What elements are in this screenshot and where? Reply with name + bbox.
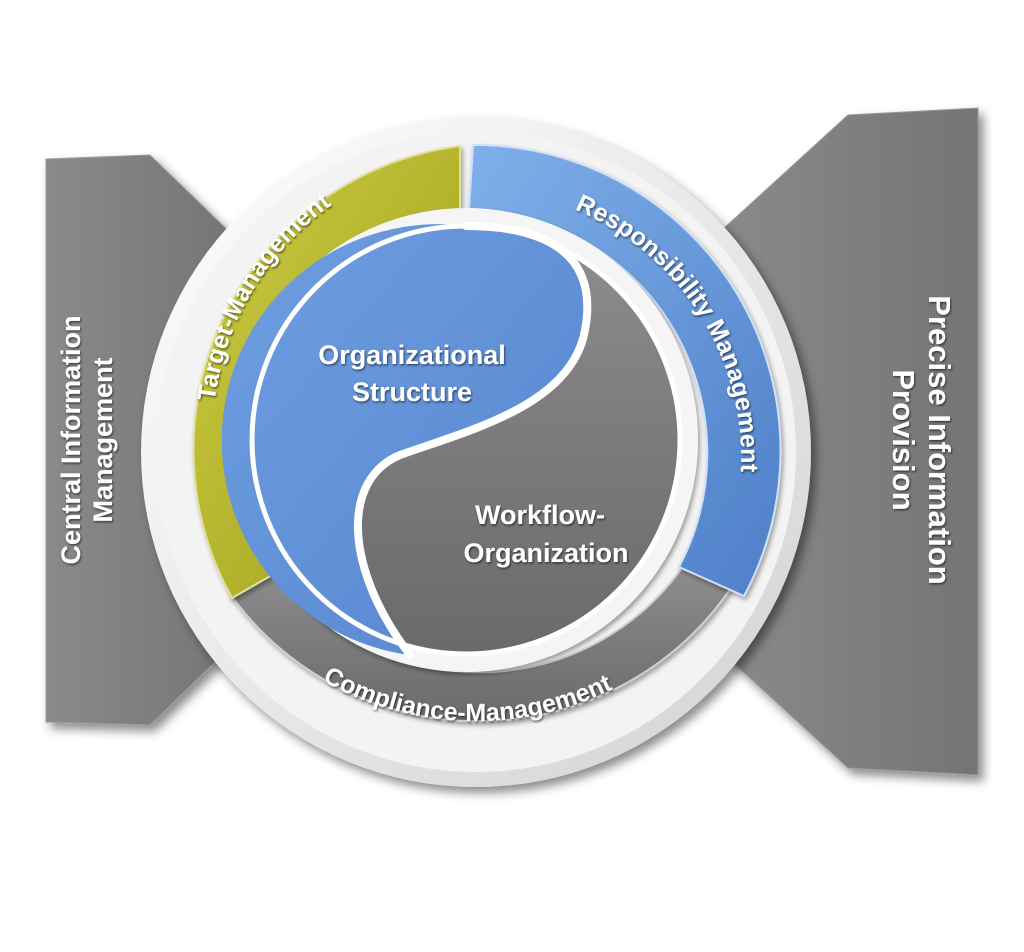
organizational-structure-line2: Structure bbox=[352, 377, 472, 407]
left-panel-label: Central Information Management bbox=[56, 315, 118, 564]
organizational-structure-line1: Organizational bbox=[318, 340, 506, 370]
ring-segment-responsibility[interactable] bbox=[467, 143, 782, 598]
right-panel-label: Precise Information Provision bbox=[886, 295, 957, 584]
workflow-organization-line2: Organization bbox=[463, 538, 628, 568]
left-panel-line1: Central Information bbox=[56, 315, 86, 564]
center-organizational-area[interactable] bbox=[221, 224, 588, 656]
left-panel-line2: Management bbox=[88, 357, 118, 522]
center-circle bbox=[221, 222, 683, 659]
workflow-organization-line1: Workflow- bbox=[475, 500, 605, 530]
right-panel-line2: Provision bbox=[886, 369, 921, 510]
right-panel-line1: Precise Information bbox=[922, 295, 957, 584]
